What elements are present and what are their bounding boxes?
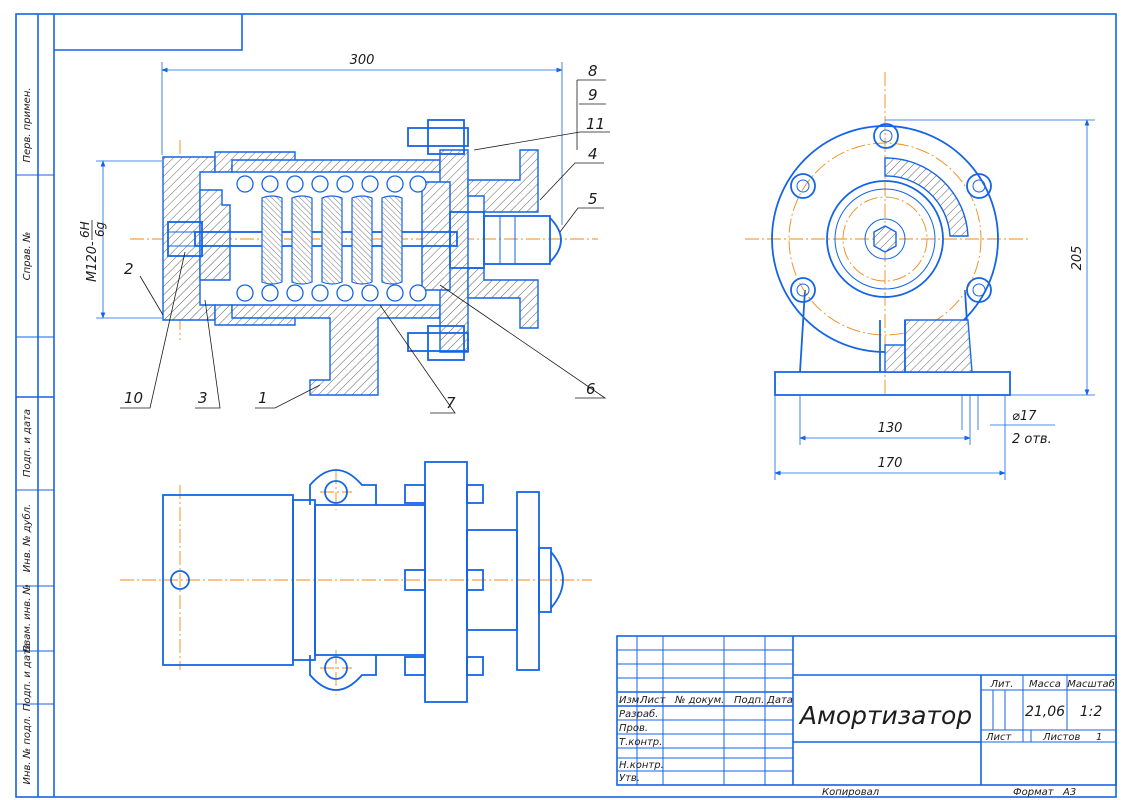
part-callouts: 8 9 11 4 5 2 10 3 1 7 6 bbox=[124, 62, 605, 412]
tb-header-mass: Масса bbox=[1029, 679, 1061, 690]
thread-dimension: M120- 6H 6g bbox=[78, 220, 107, 282]
footer-format-value: А3 bbox=[1062, 787, 1076, 798]
tb-role-developer: Разраб. bbox=[619, 708, 658, 720]
title-block: Изм. Лист № докум. Подп. Дата Разраб. Пр… bbox=[616, 635, 1117, 786]
callout-6: 6 bbox=[586, 380, 596, 398]
thread-tolerance-top: 6H bbox=[78, 221, 92, 238]
tb-sheet-label: Лист bbox=[985, 732, 1013, 743]
tb-header-sign: Подп. bbox=[734, 695, 764, 706]
tb-header-sheet: Лист bbox=[639, 695, 667, 706]
sheet-frame bbox=[15, 13, 1117, 798]
tb-scale-value: 1:2 bbox=[1080, 704, 1103, 720]
footer-copied: Копировал bbox=[822, 787, 880, 798]
side-label-reference: Справ. № bbox=[22, 232, 33, 281]
thread-main: M120- bbox=[85, 241, 100, 282]
side-view-bolts bbox=[790, 123, 992, 303]
tb-header-doc-no: № докум. bbox=[674, 695, 724, 706]
callout-7: 7 bbox=[446, 394, 456, 412]
dimension-hole-dia: ⌀17 bbox=[1012, 409, 1037, 424]
tb-header-scale: Масштаб bbox=[1067, 678, 1115, 690]
callout-leaders bbox=[120, 79, 610, 414]
callout-2: 2 bbox=[124, 260, 134, 278]
side-label-sign-date-1: Подп. и дата bbox=[22, 409, 33, 477]
dimension-hole-count: 2 отв. bbox=[1012, 432, 1052, 447]
callout-3: 3 bbox=[198, 389, 208, 407]
side-label-inv-original: Инв. № подл. bbox=[22, 716, 33, 785]
dimension-height: 205 bbox=[1070, 246, 1085, 271]
inner-spring bbox=[261, 195, 403, 285]
side-view: 205 130 170 ⌀17 2 отв. bbox=[745, 72, 1095, 480]
callout-9: 9 bbox=[588, 86, 598, 104]
tb-mass-value: 21,06 bbox=[1025, 704, 1065, 720]
callout-4: 4 bbox=[588, 145, 598, 163]
side-label-first-use: Перв. примен. bbox=[22, 87, 33, 162]
spring-coils-top bbox=[236, 175, 427, 193]
tb-header-date: Дата bbox=[766, 695, 793, 706]
top-view bbox=[120, 461, 592, 703]
callout-10: 10 bbox=[124, 389, 143, 407]
tb-role-tech-control: Т.контр. bbox=[619, 737, 662, 748]
dimension-width: 170 bbox=[878, 456, 903, 471]
flange-bolts-section bbox=[407, 119, 469, 361]
callout-11: 11 bbox=[586, 115, 605, 133]
dimension-length: 300 bbox=[350, 53, 375, 68]
side-label-inv-dup: Инв. № дубл. bbox=[21, 504, 33, 572]
tb-header-lit: Лит. bbox=[989, 679, 1013, 690]
footer-format-label: Формат bbox=[1013, 787, 1055, 798]
drawing-title: Амортизатор bbox=[798, 701, 972, 730]
dimension-bolt-spacing: 130 bbox=[878, 421, 903, 436]
section-view: 300 M120- 6H 6g 8 9 1 bbox=[78, 53, 610, 414]
tb-role-approved: Утв. bbox=[619, 773, 640, 784]
tb-role-norm-control: Н.контр. bbox=[619, 760, 664, 771]
side-label-replace-inv: Взам. инв. № bbox=[22, 584, 33, 652]
tb-header-change: Изм. bbox=[619, 695, 643, 706]
thread-tolerance-bottom: 6g bbox=[93, 221, 107, 237]
side-label-sign-date-2: Подп. и дата bbox=[22, 643, 33, 711]
callout-5: 5 bbox=[588, 190, 598, 208]
callout-8: 8 bbox=[588, 62, 598, 80]
tb-sheets-total: 1 bbox=[1096, 732, 1102, 743]
side-stamp-labels: Перв. примен. Справ. № Подп. и дата Инв.… bbox=[21, 87, 33, 784]
callout-1: 1 bbox=[258, 389, 268, 407]
tb-sheets-label: Листов bbox=[1042, 732, 1080, 743]
sheet-footer: Копировал Формат А3 bbox=[822, 787, 1076, 798]
tb-role-checker: Пров. bbox=[619, 723, 648, 734]
spring-coils-bottom bbox=[236, 284, 427, 302]
